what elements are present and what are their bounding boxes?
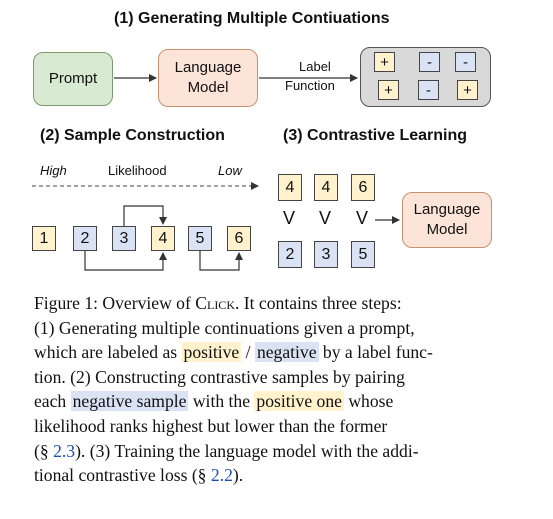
lm1-label-line2: Model	[187, 79, 229, 96]
pair-3-4-arrow	[123, 205, 167, 226]
caption-text: tional contrastive loss (§	[34, 465, 211, 486]
caption-text: . It contains three steps:	[234, 293, 402, 313]
contrast-positive: 4	[278, 174, 302, 201]
method-name: Click	[195, 293, 235, 313]
caption-text: Figure 1: Overview of	[34, 293, 196, 313]
sample-1: 1	[32, 226, 56, 251]
comparator: V	[283, 208, 296, 228]
section2-title: (2) Sample Construction	[40, 127, 225, 144]
output-positive: +	[457, 80, 478, 100]
contrast-negative: 3	[314, 241, 338, 268]
caption-text: each	[34, 391, 71, 412]
sample-4: 4	[151, 226, 175, 251]
output-negative: -	[455, 52, 476, 72]
lm2-label-line2: Model	[426, 221, 468, 238]
caption-text: ).	[232, 465, 244, 486]
pair-5-6-arrow	[199, 251, 243, 271]
language-model-box-2: Language Model	[402, 192, 492, 248]
caption-text: whose	[343, 391, 394, 412]
language-model-box-1: Language Model	[158, 49, 258, 107]
output-positive: +	[378, 80, 399, 100]
lm1-label-line1: Language	[174, 59, 242, 76]
caption-text: /	[241, 342, 255, 363]
prompt-label: Prompt	[48, 70, 98, 87]
comparator: V	[356, 208, 369, 228]
contrast-positive: 4	[314, 174, 338, 201]
positive-highlight: positive one	[254, 391, 344, 412]
caption-text: by a label func-	[318, 342, 433, 363]
caption-text: with the	[188, 391, 255, 412]
likelihood-axis-label: Likelihood	[108, 163, 167, 178]
caption-line: (§ 2.3). (3) Training the language model…	[34, 439, 520, 464]
output-negative: -	[418, 80, 439, 100]
likelihood-low-label: Low	[218, 163, 242, 178]
section-reference-link[interactable]: 2.3	[53, 440, 76, 461]
pair-2-4-arrow	[84, 251, 167, 271]
caption-line: tion. (2) Constructing contrastive sampl…	[34, 366, 405, 387]
caption-text: (§	[34, 440, 54, 461]
section-reference-link[interactable]: 2.2	[210, 465, 233, 486]
negative-highlight: negative	[254, 342, 319, 363]
caption-line: (1) Generating multiple continuations gi…	[34, 317, 415, 338]
comparator: V	[319, 208, 332, 228]
likelihood-high-label: High	[40, 163, 67, 178]
contrast-negative: 2	[278, 241, 302, 268]
label-function-line1: Label	[299, 59, 331, 74]
contrast-negative: 5	[351, 241, 375, 268]
caption-line: which are labeled as positive / negative…	[34, 340, 520, 365]
caption-text: ). (3) Training the language model with …	[75, 440, 419, 461]
caption-line: tional contrastive loss (§ 2.2).	[34, 463, 520, 488]
output-negative: -	[419, 52, 440, 72]
negative-highlight: negative sample	[70, 391, 189, 412]
caption-line: likelihood ranks highest but lower than …	[34, 415, 388, 436]
lm2-label-line1: Language	[413, 201, 481, 218]
prompt-box: Prompt	[33, 52, 113, 106]
contrast-positive: 6	[351, 174, 375, 201]
sample-6: 6	[227, 226, 251, 251]
sample-2: 2	[73, 226, 97, 251]
caption-line: each negative sample with the positive o…	[34, 389, 520, 414]
label-function-line2: Function	[285, 78, 335, 93]
positive-highlight: positive	[181, 342, 242, 363]
connector-arrows	[32, 74, 400, 271]
caption-text: which are labeled as	[34, 342, 182, 363]
sample-3: 3	[112, 226, 136, 251]
section1-title: (1) Generating Multiple Contiuations	[114, 10, 390, 27]
section3-title: (3) Contrastive Learning	[283, 127, 468, 144]
sample-5: 5	[188, 226, 212, 251]
figure-caption: Figure 1: Overview of Click. It contains…	[34, 291, 520, 488]
caption-line: Figure 1: Overview of Click. It contains…	[34, 291, 520, 316]
output-positive: +	[374, 52, 395, 72]
